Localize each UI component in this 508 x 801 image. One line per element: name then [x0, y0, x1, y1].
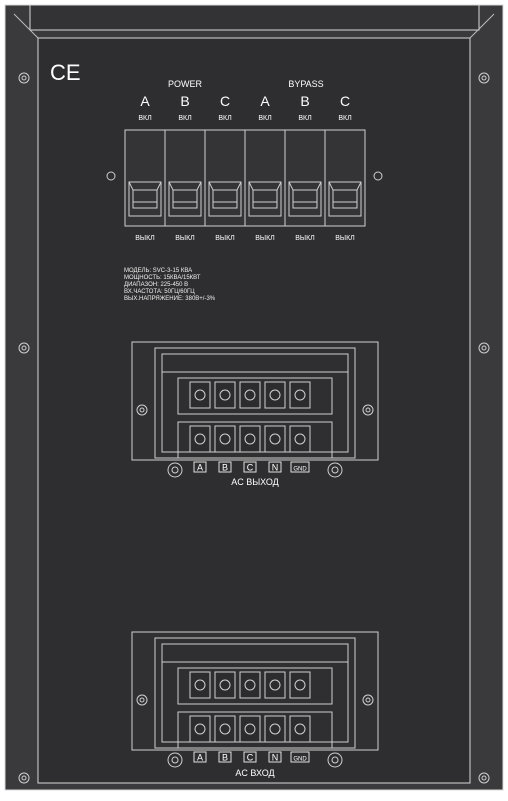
- spec-line-3: ВХ.ЧАСТОТА: 50ГЦ/60ГЦ: [124, 289, 195, 295]
- breaker-on-label-1: ВКЛ: [178, 115, 192, 122]
- output-terminal-label-1: B: [222, 463, 228, 473]
- output-terminal-a[interactable]: A: [189, 381, 211, 473]
- input-terminal-label-3: N: [272, 753, 279, 763]
- input-terminal-n[interactable]: N: [264, 671, 286, 763]
- breaker-on-label-5: ВКЛ: [338, 115, 352, 122]
- breaker-phase-3: A: [260, 93, 270, 109]
- output-mount-nut-0: [167, 462, 183, 478]
- input-side-screw-0: [136, 694, 148, 706]
- breaker-on-labels: ВКЛ ВКЛ ВКЛ ВКЛ ВКЛ ВКЛ: [138, 115, 352, 122]
- output-terminal-block: A B C N GND: [131, 341, 379, 478]
- breaker-phase-4: B: [300, 93, 309, 109]
- output-side-screw-1: [362, 404, 374, 416]
- breaker-phase-1: B: [180, 93, 189, 109]
- output-terminal-label-0: A: [197, 463, 203, 473]
- spec-line-2: ДИАПАЗОН: 225-450 В: [124, 282, 188, 288]
- spec-line-4: ВЫХ.НАПРЯЖЕНИЕ: 380В+/-3%: [124, 296, 216, 302]
- output-terminal-gnd[interactable]: GND: [289, 381, 311, 473]
- bypass-label: BYPASS: [288, 79, 323, 89]
- breaker-switch-5[interactable]: [324, 129, 366, 227]
- output-side-screw-0: [136, 404, 148, 416]
- breaker-phase-2: C: [220, 93, 230, 109]
- ce-mark: CE: [50, 60, 81, 85]
- spec-line-0: МОДЕЛЬ: SVC-3-15 КВА: [124, 268, 192, 274]
- input-title: AC ВХОД: [235, 768, 274, 778]
- breaker-phase-5: C: [340, 93, 350, 109]
- output-terminal-label-2: C: [247, 463, 254, 473]
- input-terminal-c[interactable]: C: [239, 671, 261, 763]
- breaker-off-label-2: ВЫКЛ: [215, 235, 235, 242]
- breaker-off-label-1: ВЫКЛ: [175, 235, 195, 242]
- output-title: AC ВЫХОД: [231, 477, 279, 487]
- output-terminal-b[interactable]: B: [214, 381, 236, 473]
- input-terminal-label-1: B: [222, 753, 228, 763]
- output-terminal-n[interactable]: N: [264, 381, 286, 473]
- top-lip: [29, 4, 480, 31]
- output-terminal-c[interactable]: C: [239, 381, 261, 473]
- output-terminal-label-4: GND: [293, 467, 307, 473]
- breaker-switch-1[interactable]: [164, 129, 206, 227]
- input-terminal-gnd[interactable]: GND: [289, 671, 311, 763]
- input-terminal-label-0: A: [197, 753, 203, 763]
- input-terminal-a[interactable]: A: [189, 671, 211, 763]
- input-terminal-label-4: GND: [293, 757, 307, 763]
- input-terminal-label-2: C: [247, 753, 254, 763]
- input-side-screw-1: [362, 694, 374, 706]
- input-mount-nut-0: [167, 752, 183, 768]
- breaker-on-label-2: ВКЛ: [218, 115, 232, 122]
- output-mount-nut-1: [327, 462, 343, 478]
- breaker-off-label-3: ВЫКЛ: [255, 235, 275, 242]
- breaker-on-label-3: ВКЛ: [258, 115, 272, 122]
- breaker-off-label-5: ВЫКЛ: [335, 235, 355, 242]
- breaker-off-label-0: ВЫКЛ: [135, 235, 155, 242]
- breaker-switch-4[interactable]: [284, 129, 326, 227]
- breaker-on-label-0: ВКЛ: [138, 115, 152, 122]
- output-terminal-label-3: N: [272, 463, 279, 473]
- input-mount-nut-1: [327, 752, 343, 768]
- breaker-switch-0[interactable]: [124, 129, 166, 227]
- breaker-switch-3[interactable]: [244, 129, 286, 227]
- spec-line-1: МОЩНОСТЬ: 15КВА/15КВТ: [124, 275, 201, 281]
- input-terminal-block: A B C N GND: [131, 631, 379, 768]
- breaker-on-label-4: ВКЛ: [298, 115, 312, 122]
- breaker-phase-0: A: [140, 93, 150, 109]
- breakers: [124, 129, 366, 227]
- frame-screws: [18, 72, 490, 784]
- power-label: POWER: [168, 79, 203, 89]
- breaker-switch-2[interactable]: [204, 129, 246, 227]
- breaker-off-label-4: ВЫКЛ: [295, 235, 315, 242]
- input-terminal-b[interactable]: B: [214, 671, 236, 763]
- breaker-off-labels: ВЫКЛ ВЫКЛ ВЫКЛ ВЫКЛ ВЫКЛ ВЫКЛ: [135, 235, 355, 242]
